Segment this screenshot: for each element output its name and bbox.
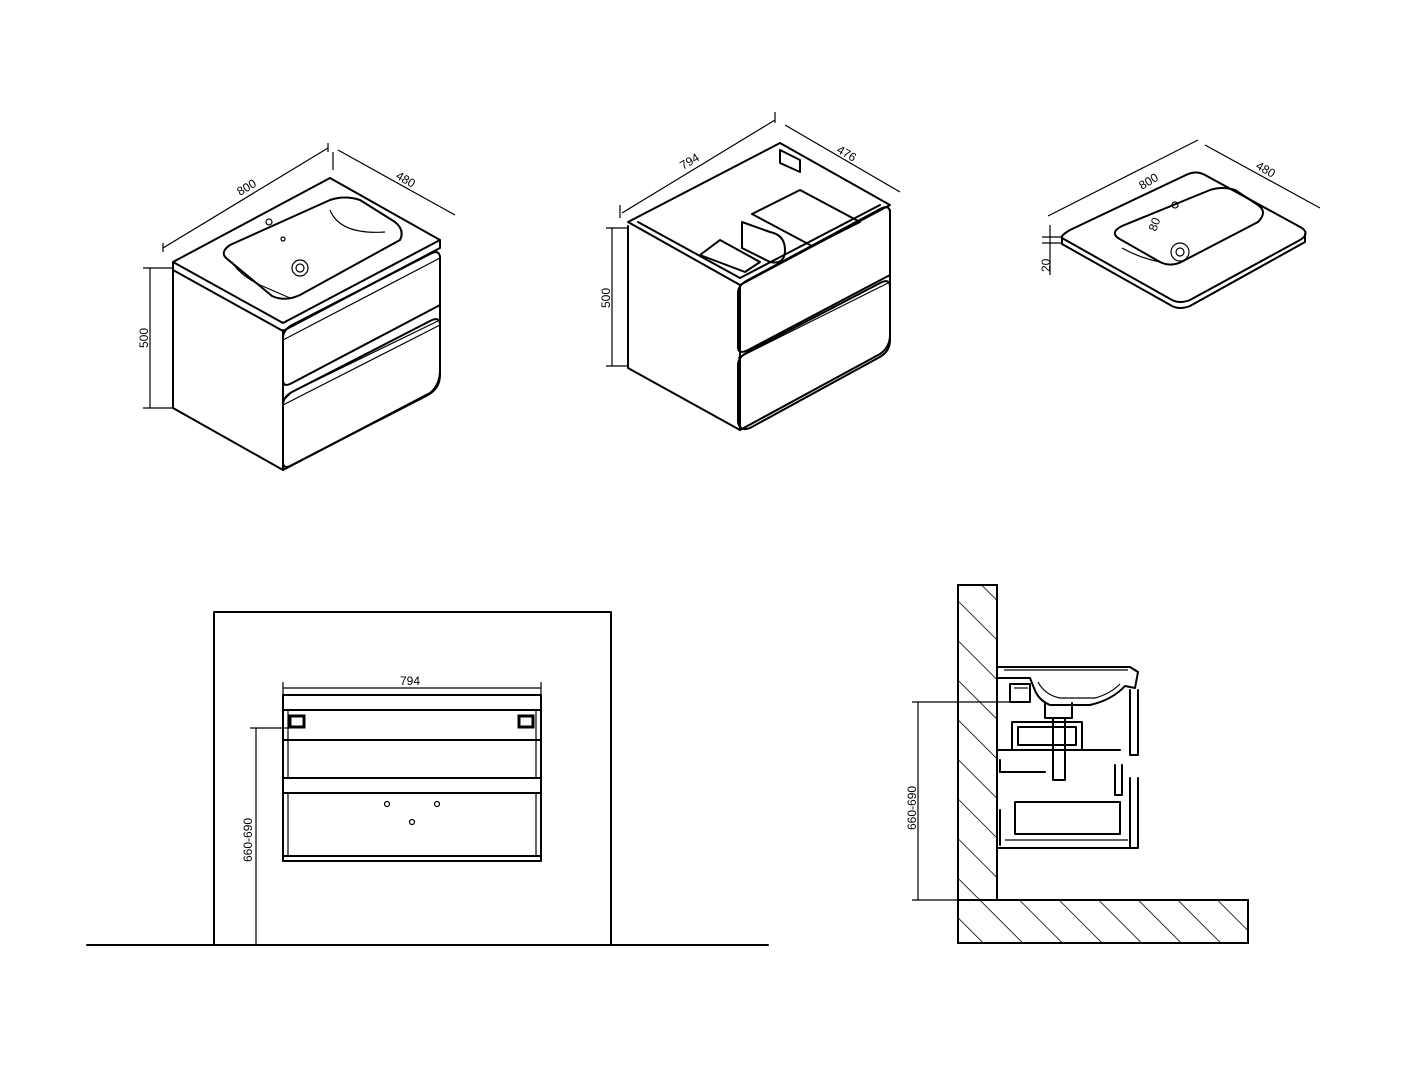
iso-cabinet-depth-label: 480 — [394, 168, 419, 190]
iso-cabinet-width-label: 800 — [234, 176, 259, 198]
iso-basin-view: 800 480 20 80 — [1039, 139, 1321, 309]
iso-basin-depth-label: 480 — [1254, 158, 1279, 180]
iso-open-height-label: 500 — [599, 288, 613, 308]
iso-open-depth-label: 476 — [835, 142, 860, 164]
iso-basin-thickness-label: 20 — [1039, 258, 1053, 272]
iso-basin-bowl-depth-label: 80 — [1146, 215, 1164, 233]
side-mount-height-label: 660-690 — [905, 786, 919, 830]
front-view: 794 660-690 — [86, 611, 769, 946]
iso-open-width-label: 794 — [677, 150, 702, 172]
iso-open-cabinet-view: 794 476 500 — [599, 112, 901, 431]
iso-cabinet-view: 800 480 500 — [137, 143, 456, 471]
iso-cabinet-height-label: 500 — [137, 328, 151, 348]
front-mount-height-label: 660-690 — [241, 818, 255, 862]
front-width-label: 794 — [400, 674, 420, 688]
side-section-view: 660-690 — [905, 584, 1249, 944]
